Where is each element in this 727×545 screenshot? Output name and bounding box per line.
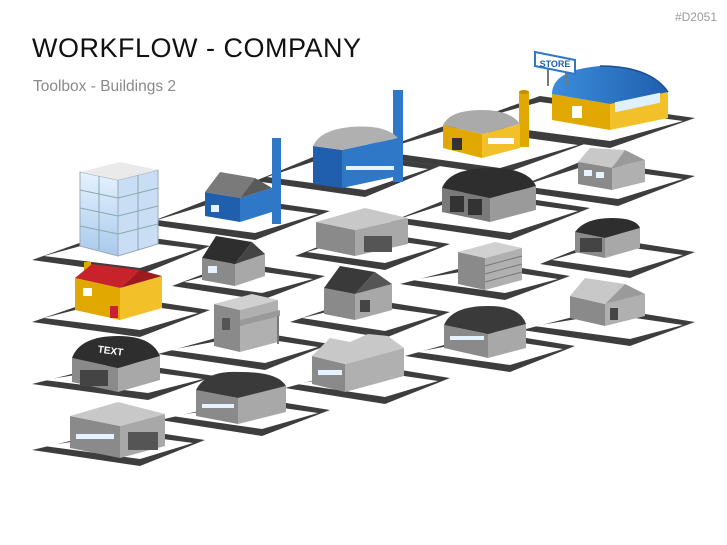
dark-roof-house — [202, 236, 265, 286]
gray-workshop — [70, 402, 165, 458]
store-sign-label: STORE — [540, 59, 571, 69]
text-building-label: TEXT — [97, 344, 124, 358]
tile — [522, 308, 695, 346]
slide-code: #D2051 — [674, 10, 717, 24]
striped-office — [458, 242, 523, 290]
gray-garage — [316, 208, 408, 256]
gray-cottage — [324, 266, 392, 320]
gray-house — [578, 148, 645, 190]
arched-hangar — [442, 168, 536, 222]
page-subtitle: Toolbox - Buildings 2 — [33, 78, 177, 95]
glass-tower — [79, 162, 159, 257]
gray-warehouse — [196, 371, 286, 424]
porch-shed — [214, 294, 280, 352]
page-title: WORKFLOW - COMPANY — [32, 33, 362, 63]
store-sign: STORE — [534, 50, 576, 76]
store-building: STORE — [534, 50, 669, 130]
text-hangar: TEXT — [72, 336, 160, 392]
yellow-house — [75, 262, 162, 320]
blue-house — [205, 138, 281, 224]
dark-garage — [575, 218, 640, 258]
gray-house-right — [570, 278, 645, 326]
sawtooth-factory — [312, 334, 404, 392]
arched-hangar-2 — [444, 306, 526, 358]
blue-factory — [313, 90, 403, 188]
yellow-warehouse — [443, 90, 529, 158]
